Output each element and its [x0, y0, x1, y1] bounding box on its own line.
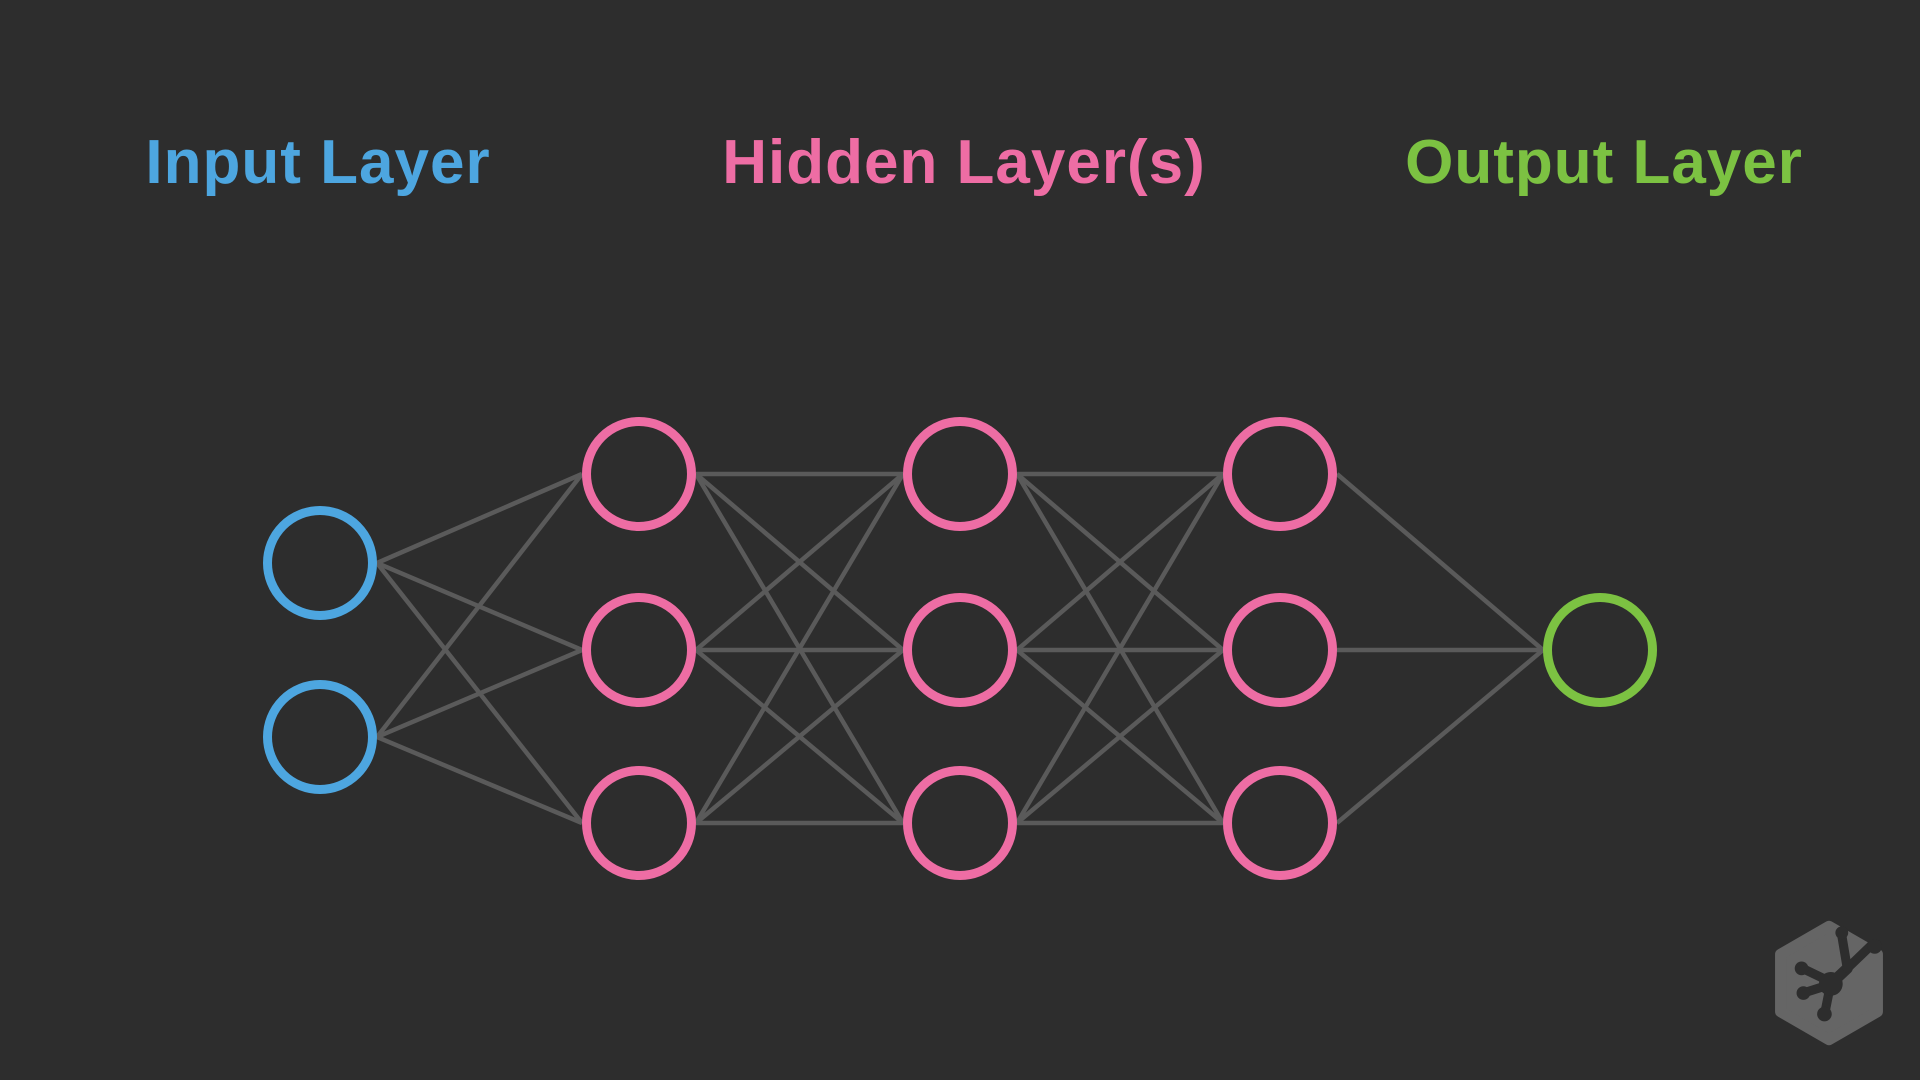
network-node-input [263, 506, 377, 620]
network-edges [375, 471, 1545, 826]
network-edge [376, 471, 583, 566]
network-edge [694, 472, 905, 825]
output-layer-label: Output Layer [1405, 128, 1803, 197]
hidden-layer-label: Hidden Layer(s) [722, 128, 1206, 197]
network-edge [1335, 472, 1545, 652]
network-edge [375, 472, 584, 739]
network-nodes [263, 417, 1657, 880]
network-node-hidden-1 [582, 417, 696, 531]
network-node-hidden-2 [903, 417, 1017, 531]
network-node-hidden-2 [903, 766, 1017, 880]
network-edge [376, 647, 583, 740]
network-edge [1015, 648, 1225, 825]
input-layer-label: Input Layer [145, 128, 491, 197]
network-node-hidden-1 [582, 593, 696, 707]
network-edge [1335, 648, 1545, 825]
network-node-hidden-1 [582, 766, 696, 880]
network-edge [1015, 472, 1225, 652]
network-edge [694, 472, 905, 652]
network-edge [1015, 472, 1225, 825]
network-node-hidden-3 [1223, 417, 1337, 531]
network-node-input [263, 680, 377, 794]
network-node-hidden-3 [1223, 593, 1337, 707]
network-node-hidden-3 [1223, 766, 1337, 880]
logo-frog-foot [1794, 926, 1883, 1022]
network-edge [376, 734, 583, 826]
network-node-hidden-2 [903, 593, 1017, 707]
network-node-output [1543, 593, 1657, 707]
network-edge [694, 648, 905, 825]
treehouse-logo-icon [1775, 920, 1883, 1046]
